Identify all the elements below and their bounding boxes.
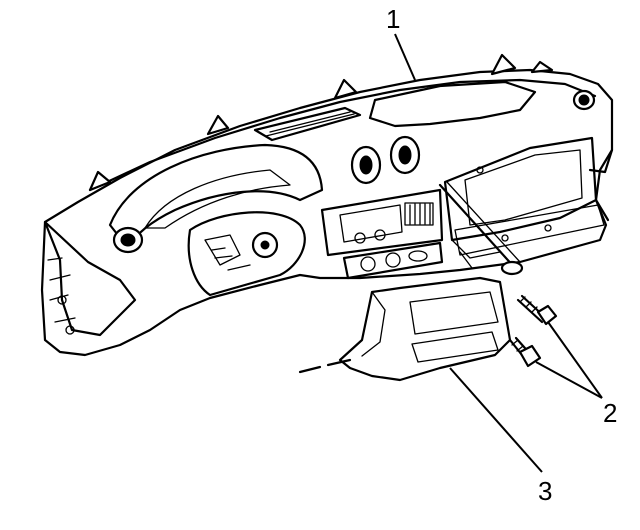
cluster-lens (144, 169, 291, 229)
center-air-vent-right (389, 135, 421, 175)
bolt-upper (516, 294, 558, 326)
support-rod (438, 183, 517, 270)
support-rod-end (500, 260, 524, 276)
callout-2: 2 (535, 321, 617, 428)
panel-tab-4 (490, 53, 517, 76)
hvac-control-panel (342, 241, 444, 280)
panel-tab-2 (206, 114, 230, 136)
ignition-switch (251, 231, 279, 259)
hvac-knob-mode (408, 250, 428, 262)
hvac-knob-temp (360, 256, 376, 272)
instrument-panel-assembly (40, 53, 614, 357)
defroster-grille (253, 106, 362, 142)
glove-box-hole-2 (501, 234, 509, 242)
floor-dash-line (298, 358, 352, 374)
lower-trim-panel (298, 276, 512, 382)
steering-column-opening (187, 211, 306, 297)
glove-box-hole-1 (476, 166, 484, 174)
callout-3: 3 (449, 367, 552, 506)
left-end-cap (43, 220, 137, 337)
panel-tab-1 (88, 170, 112, 192)
lower-trim-lower-pocket (411, 331, 499, 363)
cluster-hood (108, 143, 324, 250)
lower-trim-flange (361, 291, 386, 357)
glove-box-inner (464, 149, 583, 226)
defroster-grille-slats (265, 111, 355, 137)
lower-trim-upper-pocket (409, 291, 499, 335)
radio-knob-left (354, 232, 366, 244)
callout-2-label: 2 (603, 398, 617, 428)
bolt-lower (508, 336, 542, 368)
radio-housing (320, 188, 444, 257)
passenger-airbag-door (368, 80, 537, 128)
callout-3-label: 3 (538, 476, 552, 506)
hvac-knob-fan (385, 252, 401, 268)
radio-knob-right (374, 229, 386, 241)
panel-top-ridge (88, 78, 597, 192)
left-lower-mount-hole (65, 325, 75, 335)
center-bracket (451, 239, 501, 269)
column-wiring (204, 234, 251, 271)
radio-faceplate (339, 204, 403, 243)
left-mount-hole (57, 295, 67, 305)
radio-display-grille (404, 202, 434, 226)
right-air-vent (572, 89, 596, 111)
support-rod-edge (446, 181, 521, 263)
left-air-vent (112, 226, 144, 254)
panel-tab-3 (333, 78, 358, 100)
glove-box-hole-3 (544, 224, 552, 232)
panel-tab-5 (530, 60, 554, 74)
center-air-vent-left (350, 145, 382, 185)
right-lower-end (588, 148, 614, 222)
callout-1-label: 1 (386, 4, 400, 34)
callout-1: 1 (386, 4, 416, 81)
